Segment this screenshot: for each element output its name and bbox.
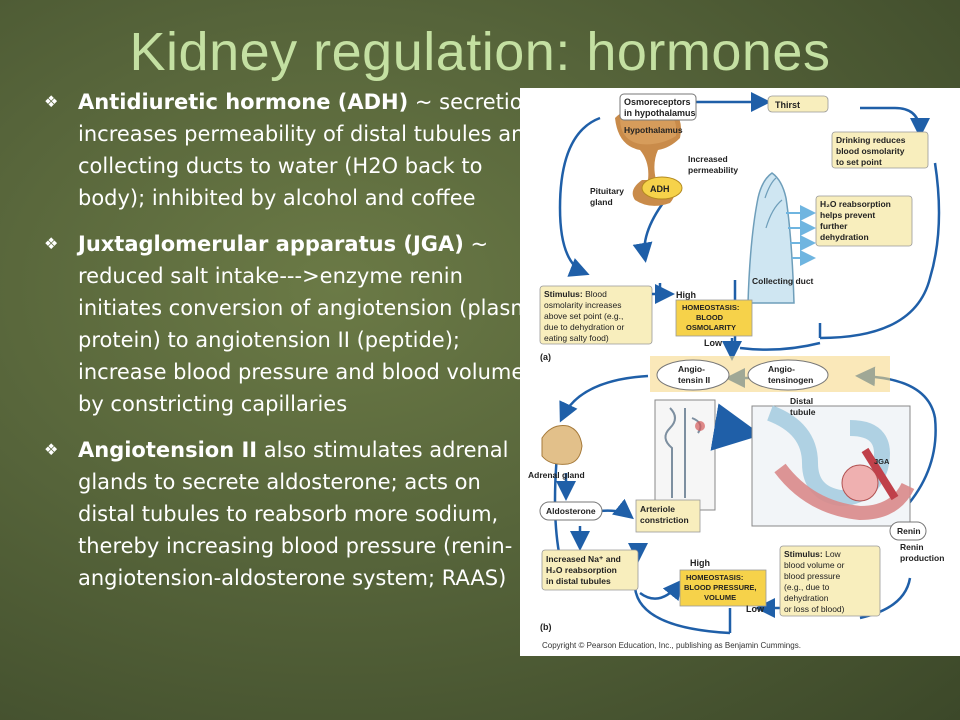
bullet-marker-icon: ❖ (44, 440, 59, 459)
hormone-diagram: Osmoreceptors in hypothalamus Hypothalam… (520, 88, 960, 656)
pituitary-label-1: Pituitary (590, 186, 624, 196)
arteriole-2: constriction (640, 515, 689, 525)
homeostasis-b-1: HOMEOSTASIS: (686, 573, 743, 582)
stimulus-b-line-1: Stimulus: Low (784, 549, 842, 559)
renin-production-2: production (900, 553, 944, 563)
low-b-label: Low (746, 604, 765, 614)
stimulus-a-line-1: Stimulus: Blood (544, 289, 607, 299)
bullet-adh: ❖ Antidiuretic hormone (ADH) ~ secretion … (44, 86, 544, 214)
panel-b-label: (b) (540, 622, 552, 632)
increased-na-2: H₂O reabsorption (546, 565, 617, 575)
thirst-label: Thirst (775, 100, 800, 110)
homeostasis-a-3: OSMOLARITY (686, 323, 736, 332)
osmoreceptors-label-2: in hypothalamus (624, 108, 696, 118)
copyright-text: Copyright © Pearson Education, Inc., pub… (542, 641, 801, 650)
stimulus-a-line-5: eating salty food) (544, 333, 609, 343)
renin-production-1: Renin (900, 542, 924, 552)
bullet-angiotensin: ❖ Angiotension II also stimulates adrenal… (44, 434, 544, 594)
bullet-marker-icon: ❖ (44, 92, 59, 111)
homeostasis-b-2: BLOOD PRESSURE, (684, 583, 757, 592)
bullet-head: Juxtaglomerular apparatus (JGA) (78, 232, 464, 256)
reabsorption-label-3: further (820, 221, 848, 231)
angiotensinogen-2: tensinogen (768, 375, 813, 385)
slide-title: Kidney regulation: hormones (129, 22, 831, 82)
increased-na-1: Increased Na⁺ and (546, 554, 621, 564)
stimulus-b-head: Stimulus: (784, 549, 823, 559)
angiotensinogen-1: Angio- (768, 364, 795, 374)
adrenal-gland-shape (541, 425, 583, 465)
low-a-label: Low (704, 338, 723, 348)
drinking-label-2: blood osmolarity (836, 146, 905, 156)
stimulus-b-box (779, 545, 881, 617)
stimulus-b-line-3: blood pressure (784, 571, 841, 581)
stimulus-b-line-6: or loss of blood) (784, 604, 845, 614)
reabsorption-label-4: dehydration (820, 232, 869, 242)
stimulus-b-line-4: (e.g., due to (784, 582, 830, 592)
stimulus-b-line-5: dehydration (784, 593, 829, 603)
bullet-marker-icon: ❖ (44, 234, 59, 253)
distal-tubule-1: Distal (790, 396, 813, 406)
bullet-head: Angiotension II (78, 438, 258, 462)
bullet-body: also stimulates adrenal glands to secret… (78, 438, 513, 590)
reabsorption-label-1: H₂O reabsorption (820, 199, 891, 209)
collecting-duct-label: Collecting duct (752, 276, 814, 286)
jga-label: JGA (874, 457, 890, 466)
bullet-body: ~ secretion increases permeability of di… (78, 90, 538, 210)
drinking-label-1: Drinking reduces (836, 135, 906, 145)
distal-tubule-2: tubule (790, 407, 816, 417)
bullet-body: ~ reduced salt intake--->enzyme renin in… (78, 232, 544, 416)
stimulus-a-line-2: osmolarity increases (544, 300, 621, 310)
stimulus-b-text: Low (823, 549, 842, 559)
drinking-label-3: to set point (836, 157, 882, 167)
pituitary-label-2: gland (590, 197, 613, 207)
increased-na-3: in distal tubules (546, 576, 611, 586)
stimulus-b-line-2: blood volume or (784, 560, 845, 570)
increased-na-box (541, 549, 639, 591)
homeostasis-b-box (679, 569, 767, 607)
high-a-label: High (676, 290, 696, 300)
bullet-head: Antidiuretic hormone (ADH) (78, 90, 409, 114)
high-b-label: High (690, 558, 710, 568)
adrenal-gland-label: Adrenal gland (528, 470, 585, 480)
collecting-duct-shape (747, 172, 795, 304)
arteriole-1: Arteriole (640, 504, 675, 514)
adh-label: ADH (650, 184, 670, 194)
increased-permeability-1: Increased (688, 154, 728, 164)
renin-label: Renin (897, 526, 921, 536)
stimulus-a-line-4: due to dehydration or (544, 322, 625, 332)
stimulus-a-line-3: above set point (e.g., (544, 311, 623, 321)
osmoreceptors-box (619, 93, 697, 121)
panel-a-label: (a) (540, 352, 551, 362)
homeostasis-a-box (675, 299, 753, 337)
increased-permeability-2: permeability (688, 165, 738, 175)
stimulus-a-text: Blood (583, 289, 607, 299)
stimulus-a-head: Stimulus: (544, 289, 583, 299)
angiotensin-ii-1: Angio- (678, 364, 705, 374)
stimulus-a-box (539, 285, 653, 345)
hypothalamus-label: Hypothalamus (624, 125, 683, 135)
water-arrows (786, 205, 816, 266)
homeostasis-a-2: BLOOD (696, 313, 724, 322)
angiotensin-ii-2: tensin II (678, 375, 710, 385)
homeostasis-b-3: VOLUME (704, 593, 736, 602)
reabsorption-label-2: helps prevent (820, 210, 875, 220)
bullet-jga: ❖ Juxtaglomerular apparatus (JGA) ~ reduc… (44, 228, 544, 420)
homeostasis-a-1: HOMEOSTASIS: (682, 303, 739, 312)
aldosterone-label: Aldosterone (546, 506, 596, 516)
osmoreceptors-label-1: Osmoreceptors (624, 97, 691, 107)
bullet-list: ❖ Antidiuretic hormone (ADH) ~ secretion … (44, 86, 544, 608)
